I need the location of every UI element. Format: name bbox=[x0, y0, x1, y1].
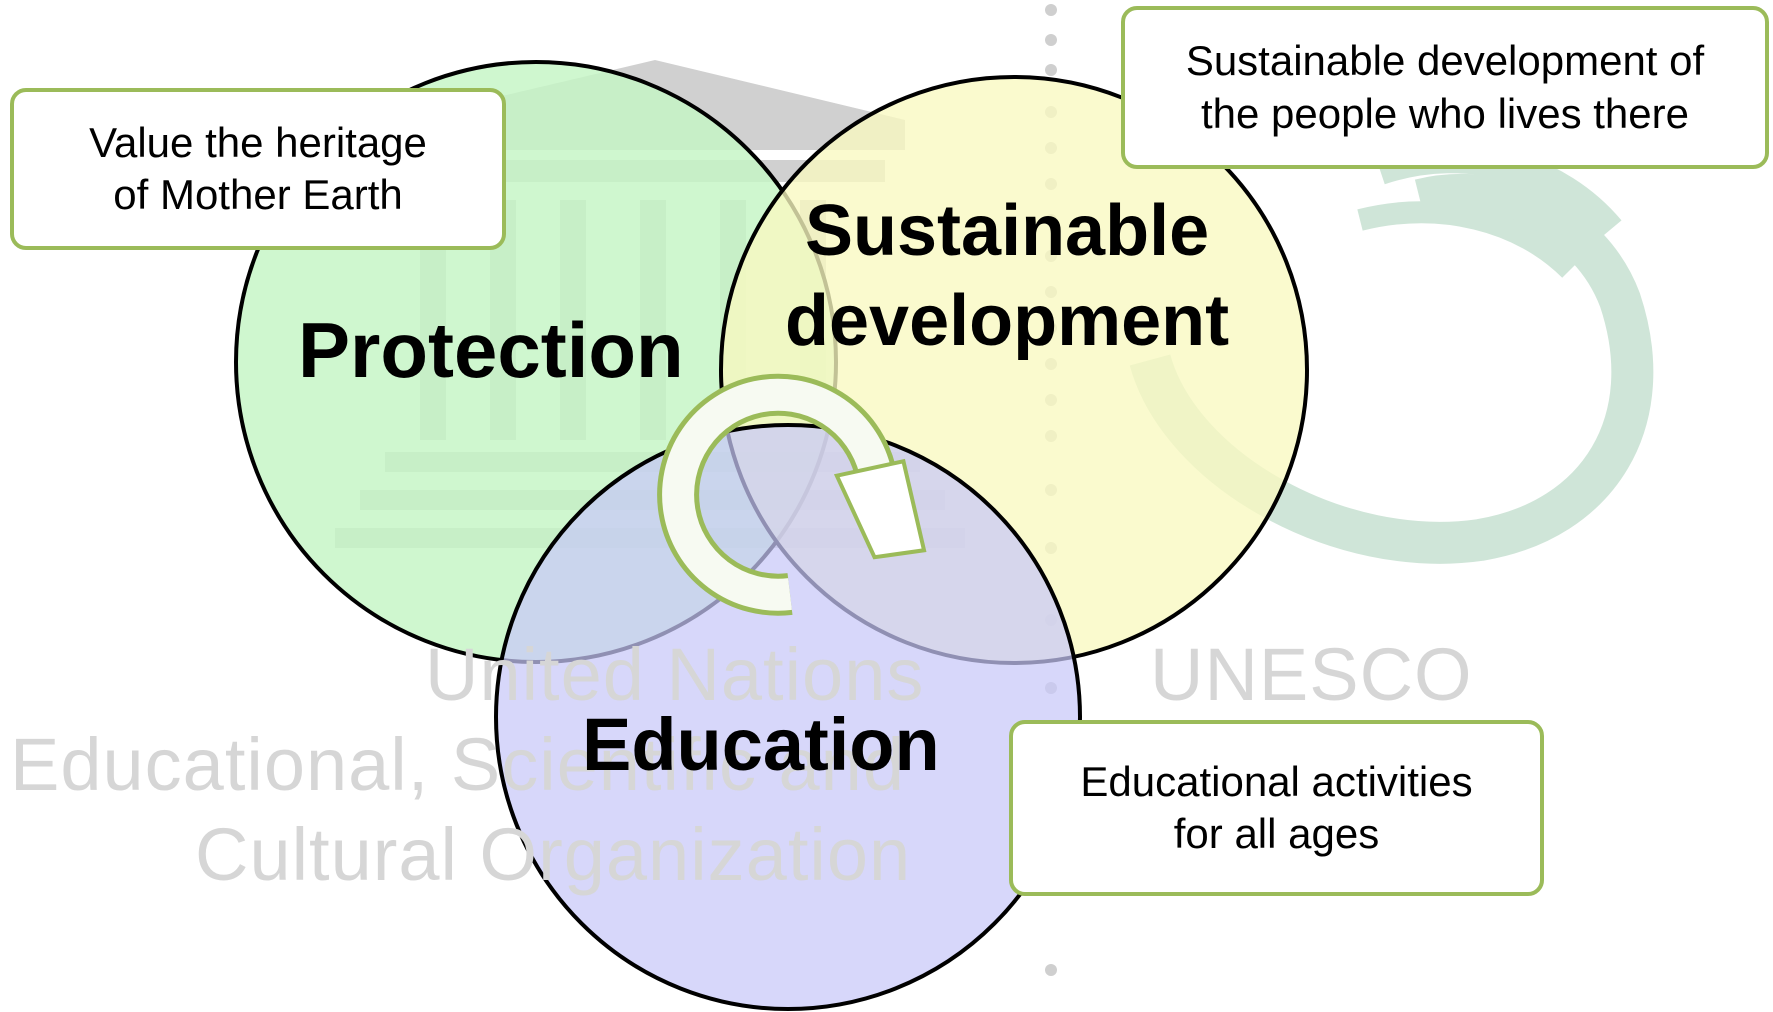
protection-callout: Value the heritage of Mother Earth bbox=[10, 88, 506, 250]
watermark-org-line3: Cultural Organization bbox=[195, 813, 912, 896]
watermark-acronym: UNESCO bbox=[1150, 633, 1473, 716]
sustainable-callout-text: Sustainable development of the people wh… bbox=[1185, 37, 1705, 137]
protection-label: Protection bbox=[298, 306, 684, 394]
watermark-org-line2: Educational, Scientific and bbox=[10, 723, 905, 806]
cycle-arrow-icon bbox=[657, 373, 927, 616]
education-label: Education bbox=[582, 703, 940, 786]
education-circle bbox=[494, 423, 1082, 1011]
education-callout: Educational activities for all ages bbox=[1009, 720, 1544, 896]
protection-callout-text: Value the heritage of Mother Earth bbox=[89, 118, 427, 219]
sustainable-label-line1: Sustainable bbox=[805, 191, 1210, 271]
watermark-org-line1: United Nations bbox=[425, 633, 925, 716]
sustainable-label-line2: development bbox=[785, 281, 1230, 361]
education-callout-text: Educational activities for all ages bbox=[1080, 757, 1473, 858]
sustainable-callout: Sustainable development of the people wh… bbox=[1121, 6, 1769, 169]
